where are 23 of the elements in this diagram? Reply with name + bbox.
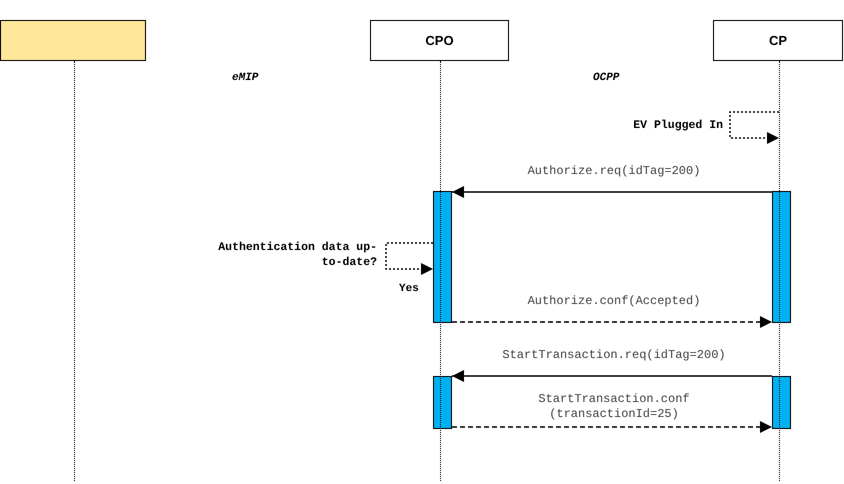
message-arrow bbox=[452, 421, 772, 433]
participant-box: CPO bbox=[370, 20, 509, 61]
lifeline bbox=[440, 61, 442, 481]
protocol-label: OCPP bbox=[593, 72, 620, 84]
lifeline bbox=[779, 61, 781, 481]
condition-label: Yes bbox=[399, 283, 419, 295]
self-message-arrow bbox=[385, 242, 433, 275]
message-arrow bbox=[452, 186, 772, 198]
message-label: Authorize.conf(Accepted) bbox=[526, 294, 702, 309]
protocol-label: eMIP bbox=[232, 72, 258, 84]
lifeline bbox=[74, 61, 76, 481]
activation-bar bbox=[772, 191, 791, 323]
activation-bar bbox=[433, 191, 452, 323]
activation-bar bbox=[772, 376, 791, 429]
participant-box bbox=[0, 20, 146, 61]
message-arrow bbox=[452, 316, 772, 328]
message-label: Authorize.req(idTag=200) bbox=[526, 164, 702, 179]
message-arrow bbox=[452, 370, 772, 382]
activation-bar bbox=[433, 376, 452, 429]
message-label: StartTransaction.req(idTag=200) bbox=[501, 348, 727, 363]
self-message-arrow bbox=[729, 111, 779, 144]
participant-box: CP bbox=[713, 20, 843, 61]
message-label: StartTransaction.conf (transactionId=25) bbox=[537, 392, 691, 422]
